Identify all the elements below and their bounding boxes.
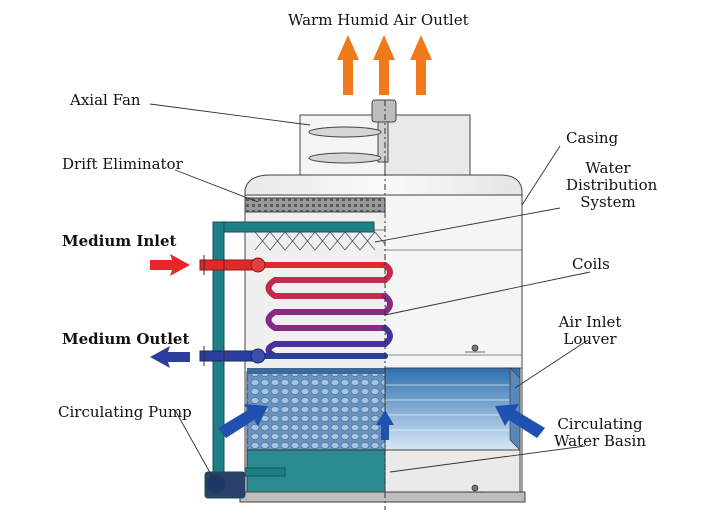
drift-eliminator — [244, 197, 386, 213]
air-intake-arrow-left — [218, 404, 268, 438]
coil-bundle — [257, 262, 393, 359]
label-water-distribution-line-3: System — [580, 193, 636, 211]
label-water-distribution-line-1: Water — [585, 159, 631, 177]
warm-air-arrow-middle — [373, 35, 395, 95]
fan-blade-top — [308, 126, 382, 138]
air-intake-arrow-right — [495, 404, 545, 438]
warm-air-arrow-right — [410, 35, 432, 95]
label-medium-inlet: Medium Inlet — [62, 232, 177, 250]
label-basin-line-2: Water Basin — [553, 432, 647, 450]
label-drift-eliminator: Drift Eliminator — [62, 155, 183, 173]
label-axial-fan: Axial Fan — [70, 91, 141, 109]
air-up-arrow — [376, 410, 394, 440]
label-air-inlet-louver: Air Inlet Louver — [555, 314, 625, 348]
label-casing: Casing — [566, 129, 619, 147]
medium-inlet-arrow — [150, 254, 190, 276]
label-air-inlet-line-1: Air Inlet — [558, 313, 622, 331]
warm-air-arrow-left — [337, 35, 359, 95]
label-air-inlet-line-2: Louver — [563, 330, 617, 348]
label-circulating-pump: Circulating Pump — [58, 403, 192, 421]
medium-outlet-arrow — [150, 346, 190, 368]
label-basin-line-1: Circulating — [557, 415, 643, 433]
fill-packing — [246, 371, 386, 451]
label-circulating-water-basin: Circulating Water Basin — [548, 416, 652, 450]
casing-head — [244, 174, 523, 196]
label-medium-outlet: Medium Outlet — [62, 330, 190, 348]
label-coils: Coils — [572, 255, 610, 273]
warm-air-arrows — [337, 35, 432, 95]
external-piping — [204, 221, 375, 499]
fan-blade-bottom — [308, 152, 382, 164]
label-warm-air-outlet: Warm Humid Air Outlet — [288, 11, 469, 29]
label-water-distribution-line-2: Distribution — [566, 176, 658, 194]
label-water-distribution-system: Water Distribution System — [566, 159, 658, 211]
leader-lines — [149, 103, 591, 479]
